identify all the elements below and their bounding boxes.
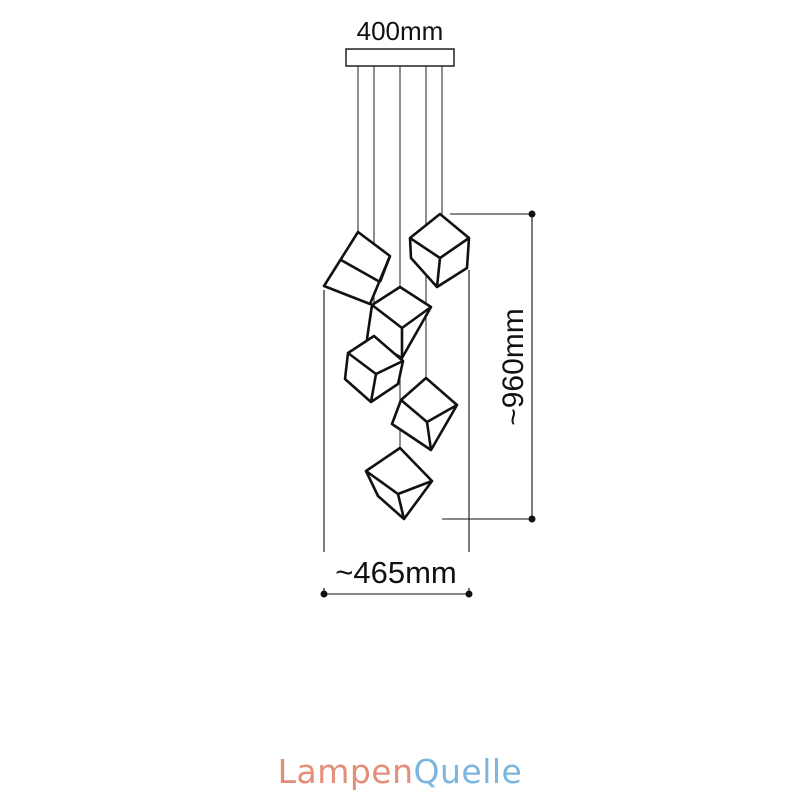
width-label-backdrop (318, 552, 476, 588)
cube-shade-1 (322, 230, 392, 306)
height-dimension (442, 210, 536, 523)
total-width-label: ~465mm (335, 555, 456, 590)
logo-part-quelle: Quelle (413, 752, 523, 791)
width-dimension (320, 270, 473, 598)
cube-shade-4 (343, 334, 405, 404)
cube-shades (322, 212, 471, 521)
cube-shade-5 (390, 376, 459, 452)
canopy-width-label: 400mm (357, 16, 444, 46)
height-top-dot (528, 210, 536, 218)
cube-shade-2 (408, 212, 471, 289)
brand-logo: LampenQuelle (0, 752, 800, 791)
width-right-dot (465, 590, 473, 598)
height-bottom-dot (528, 515, 536, 523)
ceiling-canopy (345, 48, 455, 67)
width-left-dot (320, 590, 328, 598)
logo-part-lampen: Lampen (277, 752, 414, 791)
cube-shade-6 (364, 446, 434, 521)
drop-height-label: ~960mm (497, 308, 530, 426)
